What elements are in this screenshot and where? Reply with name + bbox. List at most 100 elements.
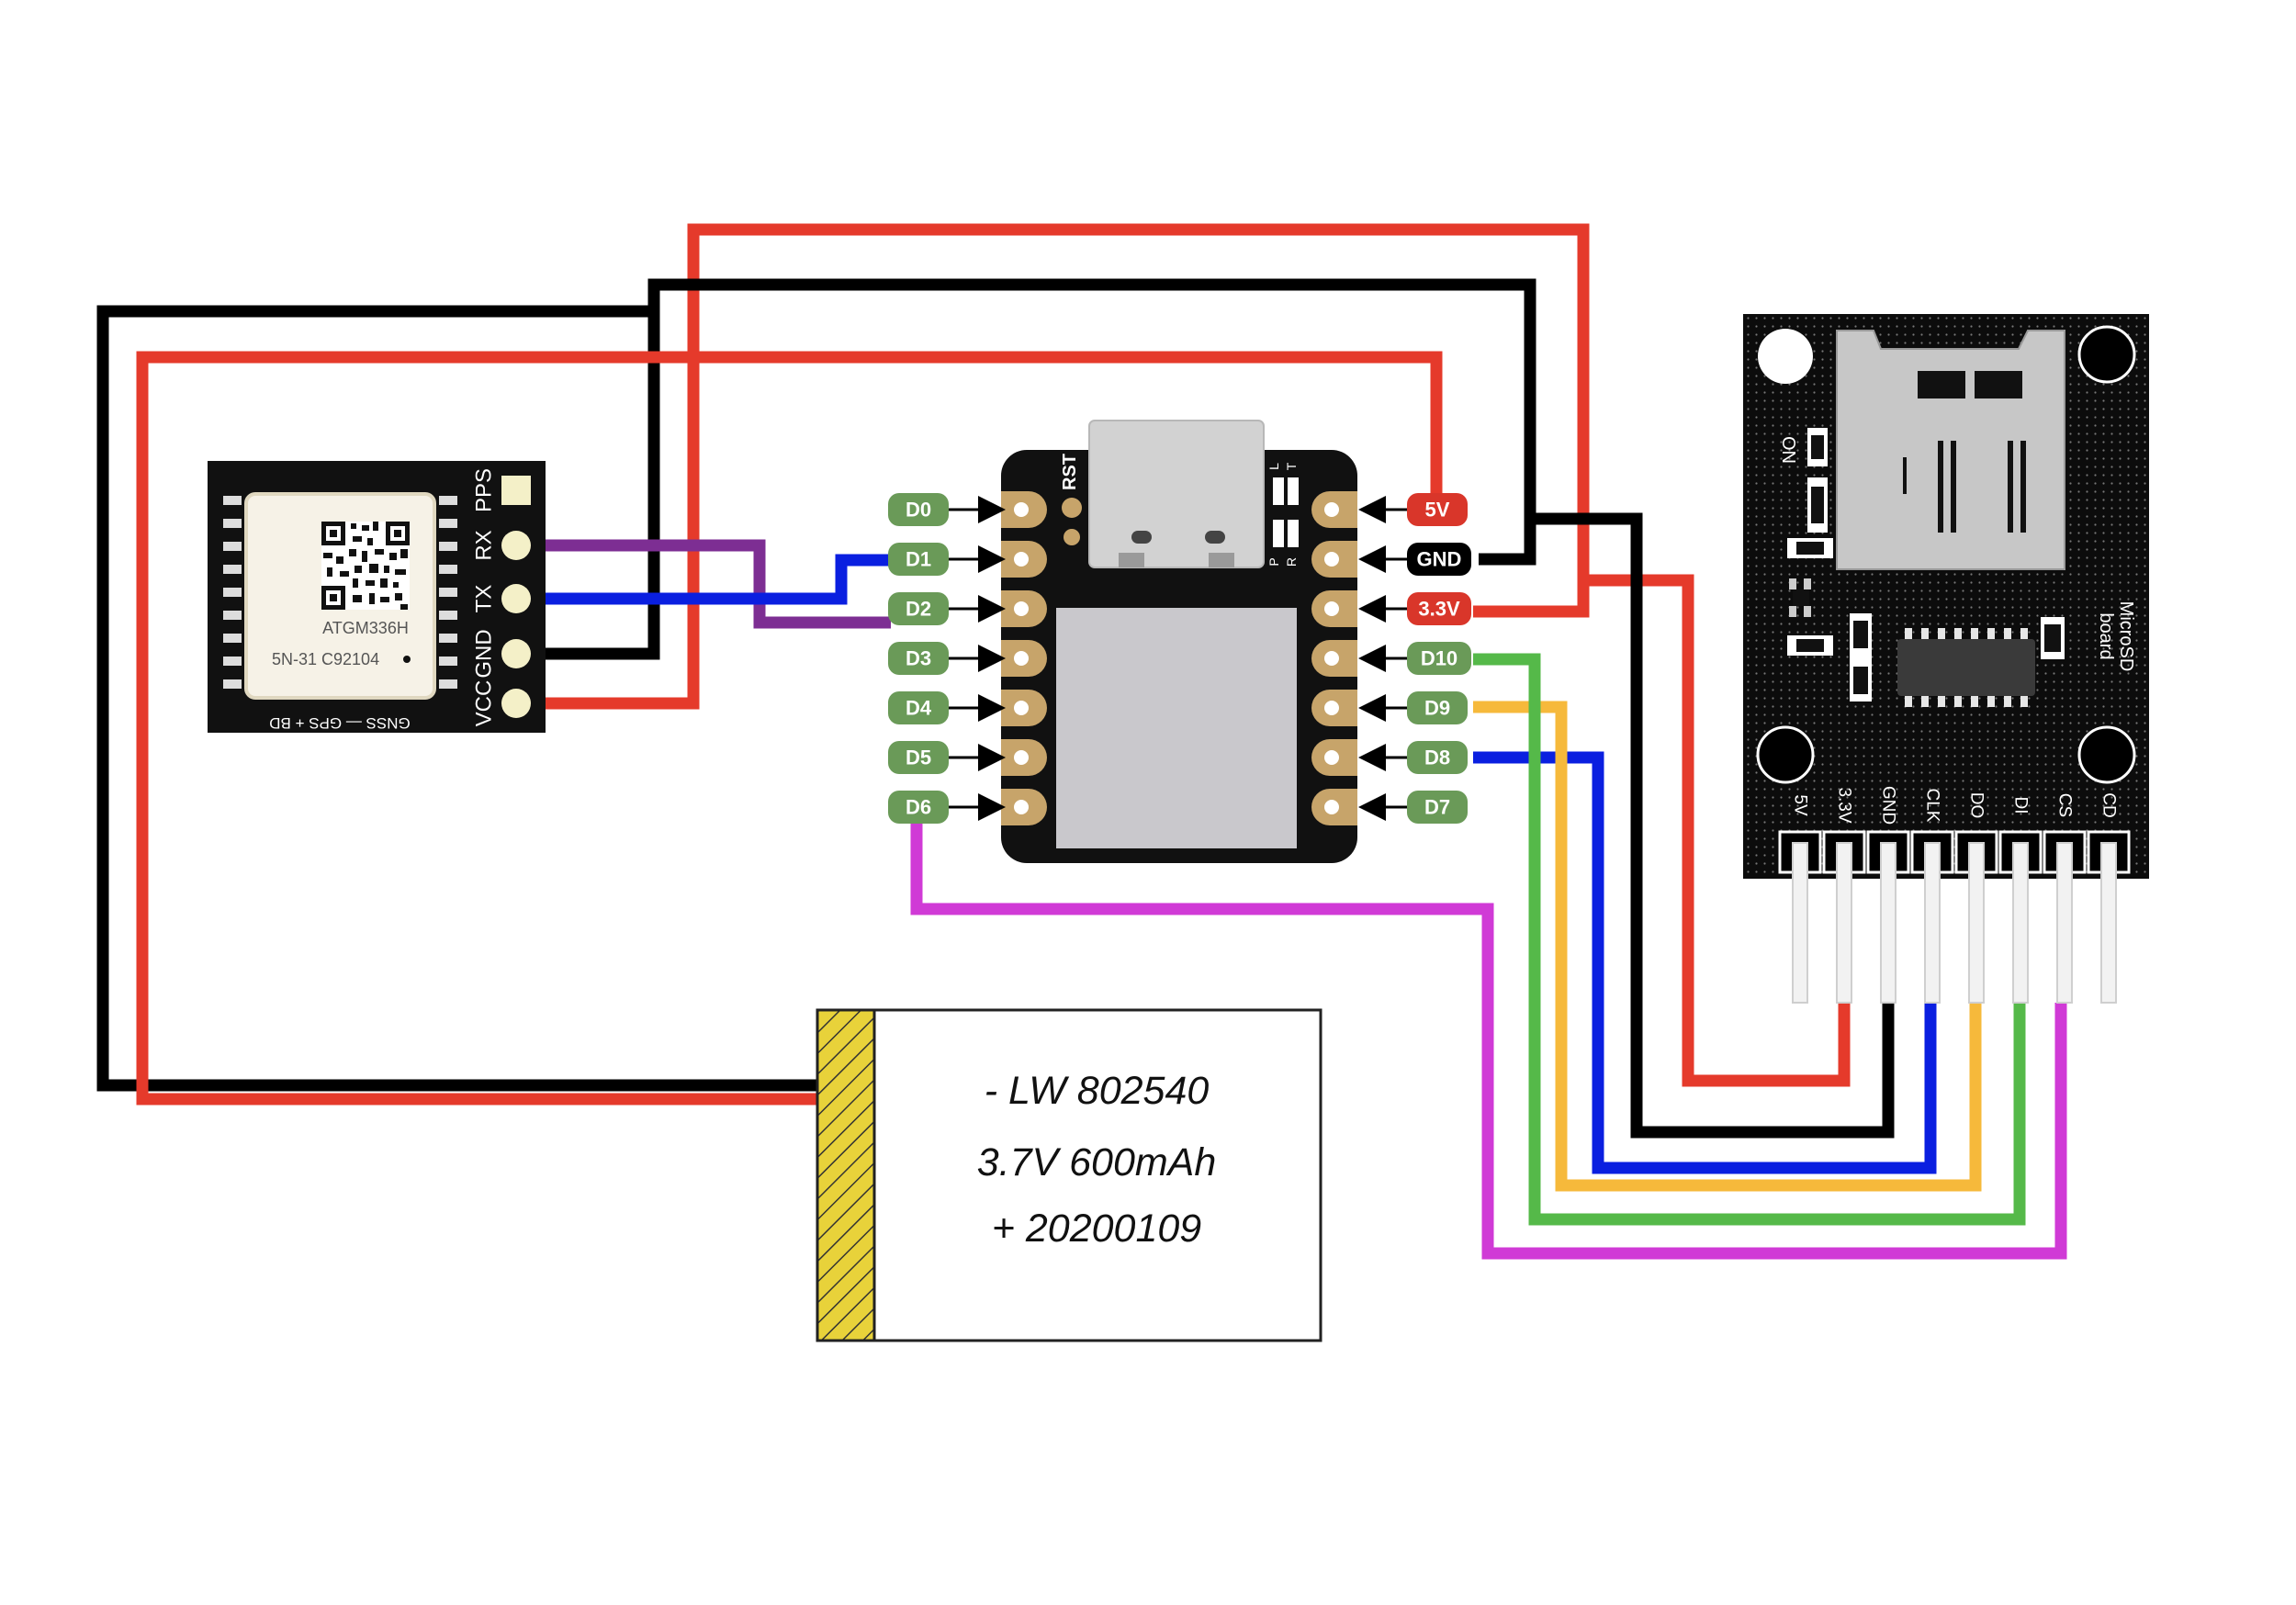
- usb-c-slot-left: [1131, 531, 1152, 544]
- sd-pin-label: GND: [1879, 786, 1898, 825]
- right-pin-labels: 5V GND 3.3V D10 D9 D8 D7: [1407, 493, 1471, 824]
- gps-pin-label: VCC: [472, 680, 497, 727]
- battery-label-line: - LW 802540: [985, 1069, 1210, 1113]
- pin-label: 3.3V: [1418, 598, 1460, 621]
- battery-body: [816, 1008, 1322, 1342]
- wire-gps-rx: [546, 539, 891, 629]
- pin-tag-d4: [888, 691, 949, 724]
- pin-label: D9: [1424, 697, 1450, 720]
- gps-pin-vcc-pad: [501, 689, 531, 718]
- gps-castellations: [223, 496, 457, 689]
- reset-pad-2: [1064, 529, 1080, 545]
- wire-battery-pos: [136, 351, 1443, 1106]
- gps-pin-rx-pad: [501, 531, 531, 560]
- pin-label: D7: [1424, 796, 1450, 819]
- xiao-board: RST L T P R: [888, 420, 1471, 863]
- microsd-board: ON MicroSDboard 5V 3.3V GND CLK DO DI CS…: [1743, 314, 2149, 1004]
- sd-header-pins: [1778, 830, 2131, 1004]
- pin-label: D2: [906, 598, 931, 621]
- sd-pin-label: DI: [2011, 797, 2031, 814]
- wire-sd-cs: [910, 823, 2067, 1260]
- pin-tag-d2: [888, 592, 949, 625]
- mount-hole-icon: [1756, 725, 1815, 784]
- gps-edge-text: GNSS — GPS + BD: [269, 714, 411, 732]
- gps-pin-pps-pad: [501, 476, 531, 505]
- gps-chip-model: ATGM336H: [322, 619, 409, 637]
- gps-chip-code: 5N-31 C92104: [272, 650, 379, 668]
- qr-code-icon: [321, 522, 410, 610]
- usb-c-connector: [1088, 420, 1265, 568]
- wire-sd-di: [1473, 653, 2026, 1226]
- pin-tag-d8: [1407, 741, 1468, 774]
- usb-c-slot-right: [1205, 531, 1225, 544]
- pin-tag-3v3: [1407, 592, 1471, 625]
- pin-tag-d5: [888, 741, 949, 774]
- gps-pin-label: RX: [472, 530, 497, 560]
- sd-pin-label: 3.3V: [1835, 787, 1854, 823]
- mount-hole-icon: [2077, 325, 2136, 384]
- pin-tag-d0: [888, 493, 949, 526]
- led-label: R: [1284, 557, 1299, 567]
- battery-protection-board: [816, 1008, 876, 1342]
- battery-label-line: 3.7V 600mAh: [977, 1140, 1217, 1184]
- pin-tag-5v: [1407, 493, 1468, 526]
- led-label: T: [1284, 462, 1299, 470]
- reset-label: RST: [1060, 454, 1080, 490]
- sd-board-title: MicroSDboard: [2096, 601, 2136, 672]
- sd-on-label: ON: [1778, 436, 1798, 464]
- sd-pin-label: CLK: [1923, 789, 1942, 823]
- reset-pad: [1062, 498, 1082, 518]
- mount-hole-icon: [1758, 329, 1813, 384]
- gps-pin-label: TX: [472, 585, 497, 613]
- sd-pin-label: CS: [2055, 793, 2075, 817]
- pin-label: D10: [1421, 647, 1458, 670]
- pin-arrows: [948, 496, 1407, 821]
- xiao-pads-left: [1001, 491, 1047, 825]
- pin-label: GND: [1417, 548, 1462, 571]
- wire-sd-gnd: [1530, 512, 1895, 1139]
- pin-label: 5V: [1425, 499, 1450, 522]
- battery-label-line: + 20200109: [992, 1207, 1201, 1251]
- pin-label: D8: [1424, 746, 1450, 769]
- mount-hole-icon: [2077, 725, 2136, 784]
- xiao-pads-right: [1311, 491, 1357, 825]
- led-label: P: [1266, 557, 1281, 566]
- pin-label: D1: [906, 548, 931, 571]
- sd-title-line: MicroSD: [2116, 601, 2136, 672]
- wire-gps-vcc: [546, 223, 1590, 710]
- pin-label: D4: [906, 697, 932, 720]
- wire-gps-gnd: [546, 278, 1536, 660]
- sd-pin-label: CD: [2099, 792, 2119, 817]
- pin-label: D5: [906, 746, 931, 769]
- left-pin-labels: D0 D1 D2 D3 D4 D5 D6: [888, 493, 949, 824]
- gps-pin-tx-pad: [501, 584, 531, 613]
- pin-label: D6: [906, 796, 931, 819]
- wire-battery-gnd: [96, 305, 817, 1092]
- gps-chip-dot: [403, 656, 411, 663]
- sd-pin-label: 5V: [1791, 794, 1810, 816]
- pin-label: D3: [906, 647, 931, 670]
- gps-pin-label: PPS: [472, 468, 497, 512]
- pin-tag-d3: [888, 642, 949, 675]
- sd-pin-label: DO: [1967, 792, 1986, 819]
- pin-tag-d10: [1407, 642, 1471, 675]
- pin-tag-d9: [1407, 691, 1468, 724]
- pin-tag-gnd: [1407, 543, 1471, 576]
- wire-gps-tx: [546, 554, 891, 605]
- gps-module: ATGM336H 5N-31 C92104 GNSS — GPS + BD PP…: [208, 461, 546, 733]
- gps-pin-label: GND: [472, 629, 497, 678]
- pin-tag-d1: [888, 543, 949, 576]
- pin-tag-d6: [888, 791, 949, 824]
- gps-pin-gnd-pad: [501, 639, 531, 668]
- wire-sd-3v3: [1583, 574, 1851, 1087]
- sd-pin-labels: 5V 3.3V GND CLK DO DI CS CD: [1791, 786, 2119, 825]
- xiao-shield: [1056, 608, 1297, 848]
- wires: [96, 223, 2067, 1260]
- lipo-battery: - LW 802540 3.7V 600mAh + 20200109: [816, 1008, 1322, 1342]
- led-label: L: [1266, 463, 1281, 470]
- pin-label: D0: [906, 499, 931, 522]
- sd-level-shifter-ic: [1897, 639, 2035, 696]
- pin-tag-d7: [1407, 791, 1468, 824]
- sd-title-line: board: [2096, 612, 2116, 659]
